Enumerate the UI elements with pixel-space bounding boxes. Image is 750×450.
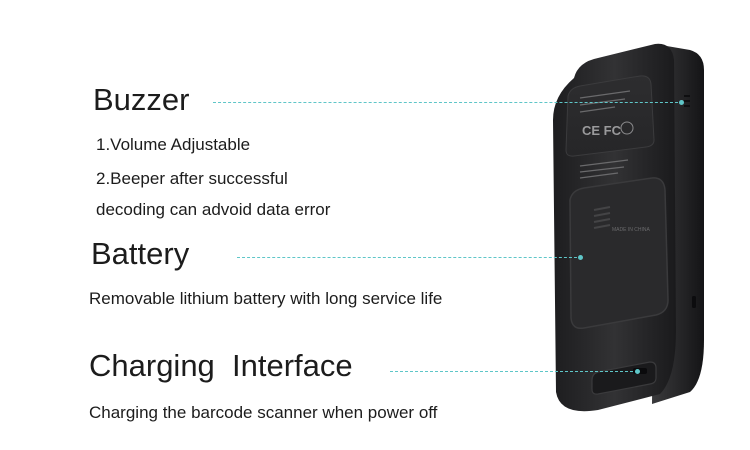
charging-interface-heading: Charging Interface: [89, 348, 353, 383]
battery-grip-ridges: [593, 206, 611, 229]
charging-leader-line: [390, 371, 638, 372]
charging-desc-line-1: Charging the barcode scanner when power …: [89, 403, 438, 422]
buzzer-leader-dot: [679, 100, 684, 105]
recycle-icon: [620, 121, 634, 135]
charging-leader-dot: [635, 369, 640, 374]
made-in-label: MADE IN CHINA: [612, 227, 650, 233]
buzzer-grille: [684, 95, 690, 107]
buzzer-leader-line: [213, 102, 683, 103]
buzzer-desc-line-2: 2.Beeper after successful: [96, 169, 288, 188]
label-panel: [565, 75, 655, 157]
battery-leader-line: [237, 257, 582, 258]
battery-desc-line-1: Removable lithium battery with long serv…: [89, 289, 443, 308]
battery-heading: Battery: [91, 236, 190, 271]
side-button: [692, 296, 696, 308]
certification-marks: CE FC: [582, 123, 622, 138]
buzzer-heading: Buzzer: [93, 82, 190, 117]
battery-leader-dot: [578, 255, 583, 260]
buzzer-desc-line-1: 1.Volume Adjustable: [96, 135, 251, 154]
battery-cover: [569, 177, 669, 330]
buzzer-desc-line-3: decoding can advoid data error: [96, 200, 331, 219]
